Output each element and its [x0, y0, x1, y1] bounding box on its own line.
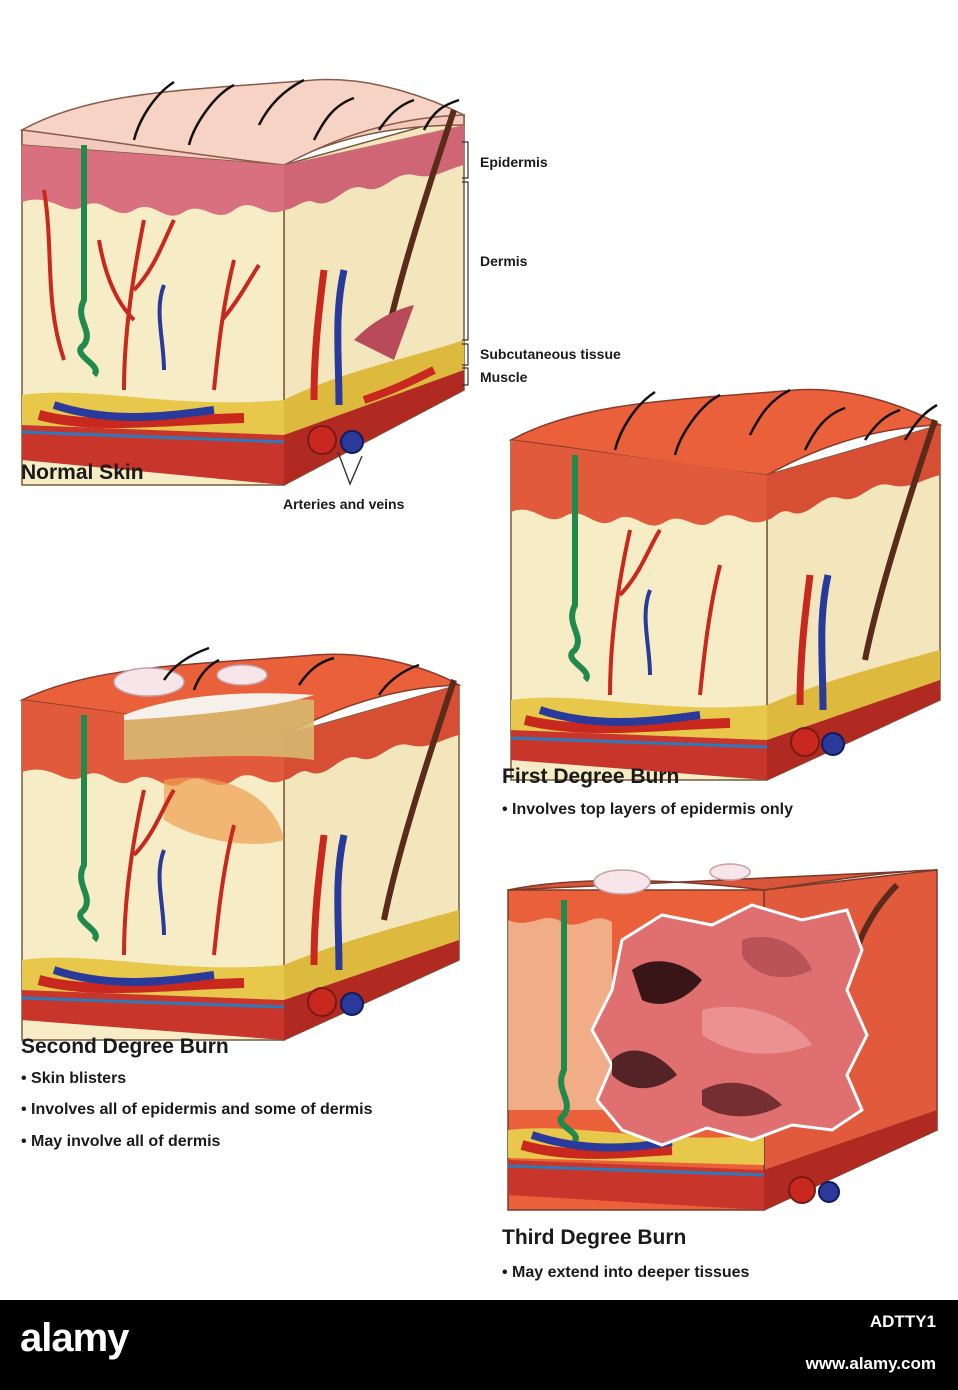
title-third-degree: Third Degree Burn	[502, 1226, 687, 1249]
label-muscle: Muscle	[480, 369, 528, 385]
label-subcutaneous: Subcutaneous tissue	[480, 346, 621, 362]
stock-footer-bar	[0, 1300, 958, 1390]
second-degree-bullet-1: • Skin blisters	[21, 1070, 127, 1087]
label-arteries-veins: Arteries and veins	[283, 496, 405, 512]
title-first-degree: First Degree Burn	[502, 765, 680, 788]
label-dermis: Dermis	[480, 253, 528, 269]
first-degree-bullet-1: • Involves top layers of epidermis only	[502, 801, 794, 818]
illustration-canvas: Epidermis Dermis Subcutaneous tissue Mus…	[19, 78, 943, 1281]
first-degree-block	[508, 388, 943, 782]
second-degree-bullet-2: • Involves all of epidermis and some of …	[21, 1101, 373, 1118]
image-id: ADTTY1	[869, 1312, 936, 1331]
normal-skin-block	[19, 78, 465, 487]
vessels-pointer	[337, 451, 363, 486]
label-epidermis: Epidermis	[480, 154, 548, 170]
third-degree-block	[507, 863, 938, 1212]
title-normal-skin: Normal Skin	[21, 461, 144, 484]
brand-url: www.alamy.com	[805, 1354, 936, 1373]
brand-logo: alamy	[20, 1316, 129, 1360]
third-degree-bullet-1: • May extend into deeper tissues	[502, 1264, 750, 1281]
title-second-degree: Second Degree Burn	[21, 1035, 229, 1058]
second-degree-bullet-3: • May involve all of dermis	[21, 1133, 221, 1150]
layer-brackets	[462, 141, 469, 386]
second-degree-block	[19, 646, 462, 1042]
